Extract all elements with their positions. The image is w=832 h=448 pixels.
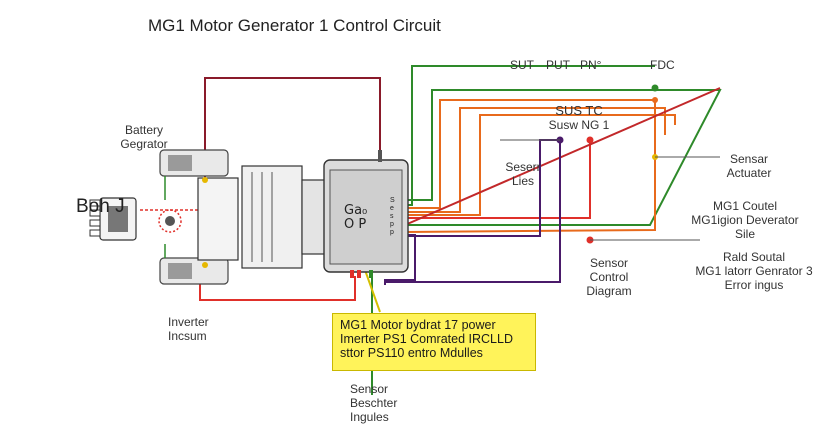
label-battery: Battery Gegrator — [120, 123, 168, 151]
junction-dot — [651, 84, 659, 92]
label-sensor-control-diagram: Sensor Control Diagram — [586, 256, 632, 298]
ecu-panel — [329, 169, 403, 265]
label-sensor-beschter: Sensor Beschter Ingules — [350, 382, 398, 424]
wire-orange-3 — [405, 114, 676, 216]
label-mg1-control: MG1 Coutel MG1igion Deverator Sile — [691, 199, 799, 241]
yellow-note: MG1 Motor bydrat 17 power Imerter PS1 Co… — [332, 313, 536, 371]
diagram-title: MG1 Motor Generator 1 Control Circuit — [148, 16, 441, 35]
wire-purple-3 — [386, 140, 561, 283]
label-seserr: Seserr Lies — [505, 160, 541, 188]
label-fdc: FDC — [650, 58, 675, 72]
motor-frame — [197, 177, 239, 261]
rotor-symbol — [158, 209, 182, 233]
ecu-label: Ga₀ O P — [344, 203, 368, 232]
motor-flange — [301, 179, 327, 255]
label-sus-tc: SUS TC Susw NG 1 — [548, 103, 610, 133]
junction-dot — [652, 97, 658, 103]
label-sut: SUT — [510, 58, 534, 72]
label-inverter: Inverter Incsum — [168, 315, 209, 343]
junction-dot — [586, 136, 594, 144]
wire-orange-1 — [404, 99, 656, 233]
label-rald: Rald Soutal MG1 latorr Genrator 3 Error … — [695, 250, 813, 292]
junction-dot — [202, 262, 208, 268]
junction-dot — [202, 177, 208, 183]
wire-green-2 — [405, 89, 722, 226]
ecu-pin-labels: S e s p p — [390, 197, 395, 236]
connector-pin — [369, 270, 373, 278]
plug-insert — [108, 206, 128, 232]
wire-orange-2 — [405, 107, 666, 213]
label-sensor-actuator: Sensar Actuater — [726, 152, 772, 180]
battery-block-bottom-inner — [168, 263, 192, 279]
wire-dark-red-top — [204, 77, 381, 180]
ecu-stem — [378, 150, 382, 162]
label-put: PUT — [546, 58, 570, 72]
battery-block-top-inner — [168, 155, 192, 171]
label-pn: PN° — [580, 58, 602, 72]
wire-red-1 — [405, 140, 591, 219]
wire-red-3 — [404, 87, 721, 226]
connector-pin — [357, 270, 361, 278]
connector-pin — [350, 270, 354, 278]
wire-yellow-pointer — [364, 269, 381, 313]
wire-purple-2 — [405, 139, 560, 237]
label-left-symbol: Bоh J — [76, 196, 125, 217]
